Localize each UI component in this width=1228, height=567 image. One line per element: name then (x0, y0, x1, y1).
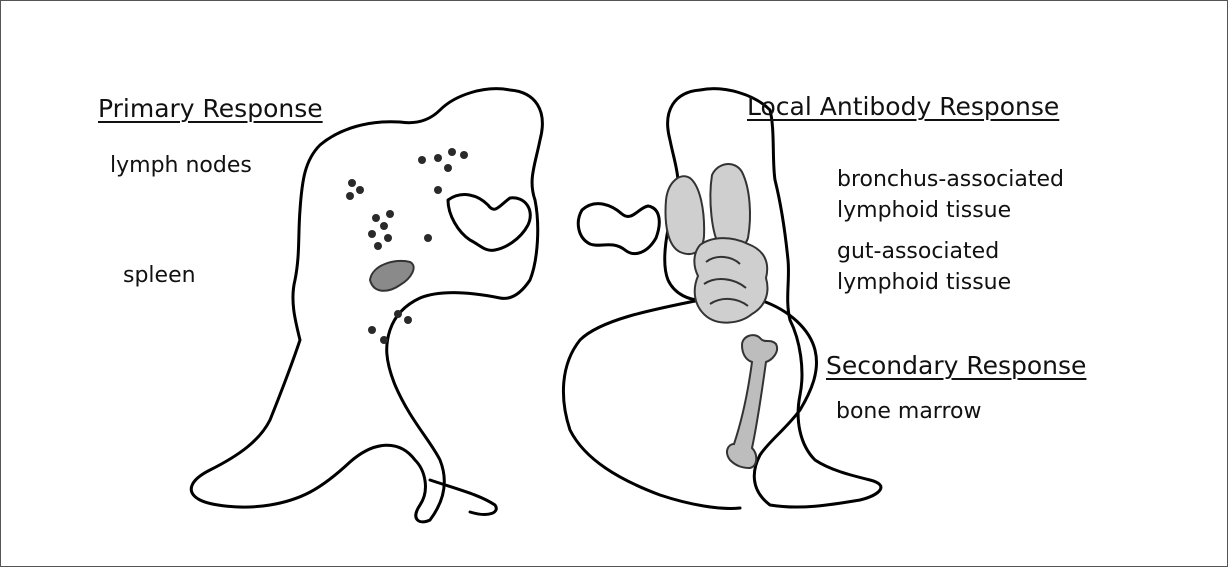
galt-label-line1: gut-associated (837, 238, 999, 266)
local-antibody-response-heading: Local Antibody Response (747, 93, 1059, 121)
right-leg-outline (563, 300, 740, 508)
lymph-node-dots (346, 148, 468, 344)
galt-label-line2: lymphoid tissue (837, 269, 1011, 297)
primary-response-heading: Primary Response (98, 95, 323, 123)
femur-bone-shape (727, 335, 777, 468)
balt-label-line2: lymphoid tissue (837, 197, 1011, 225)
right-arm-hole (578, 204, 659, 254)
lymph-nodes-label: lymph nodes (110, 152, 252, 180)
bone-marrow-label: bone marrow (836, 398, 981, 426)
spleen-shape (370, 261, 414, 291)
left-foot (430, 480, 496, 514)
spleen-label: spleen (123, 262, 196, 290)
intestines-shape (694, 238, 767, 322)
left-arm-hole (448, 195, 530, 251)
balt-label-line1: bronchus-associated (837, 166, 1064, 194)
secondary-response-heading: Secondary Response (826, 352, 1086, 380)
